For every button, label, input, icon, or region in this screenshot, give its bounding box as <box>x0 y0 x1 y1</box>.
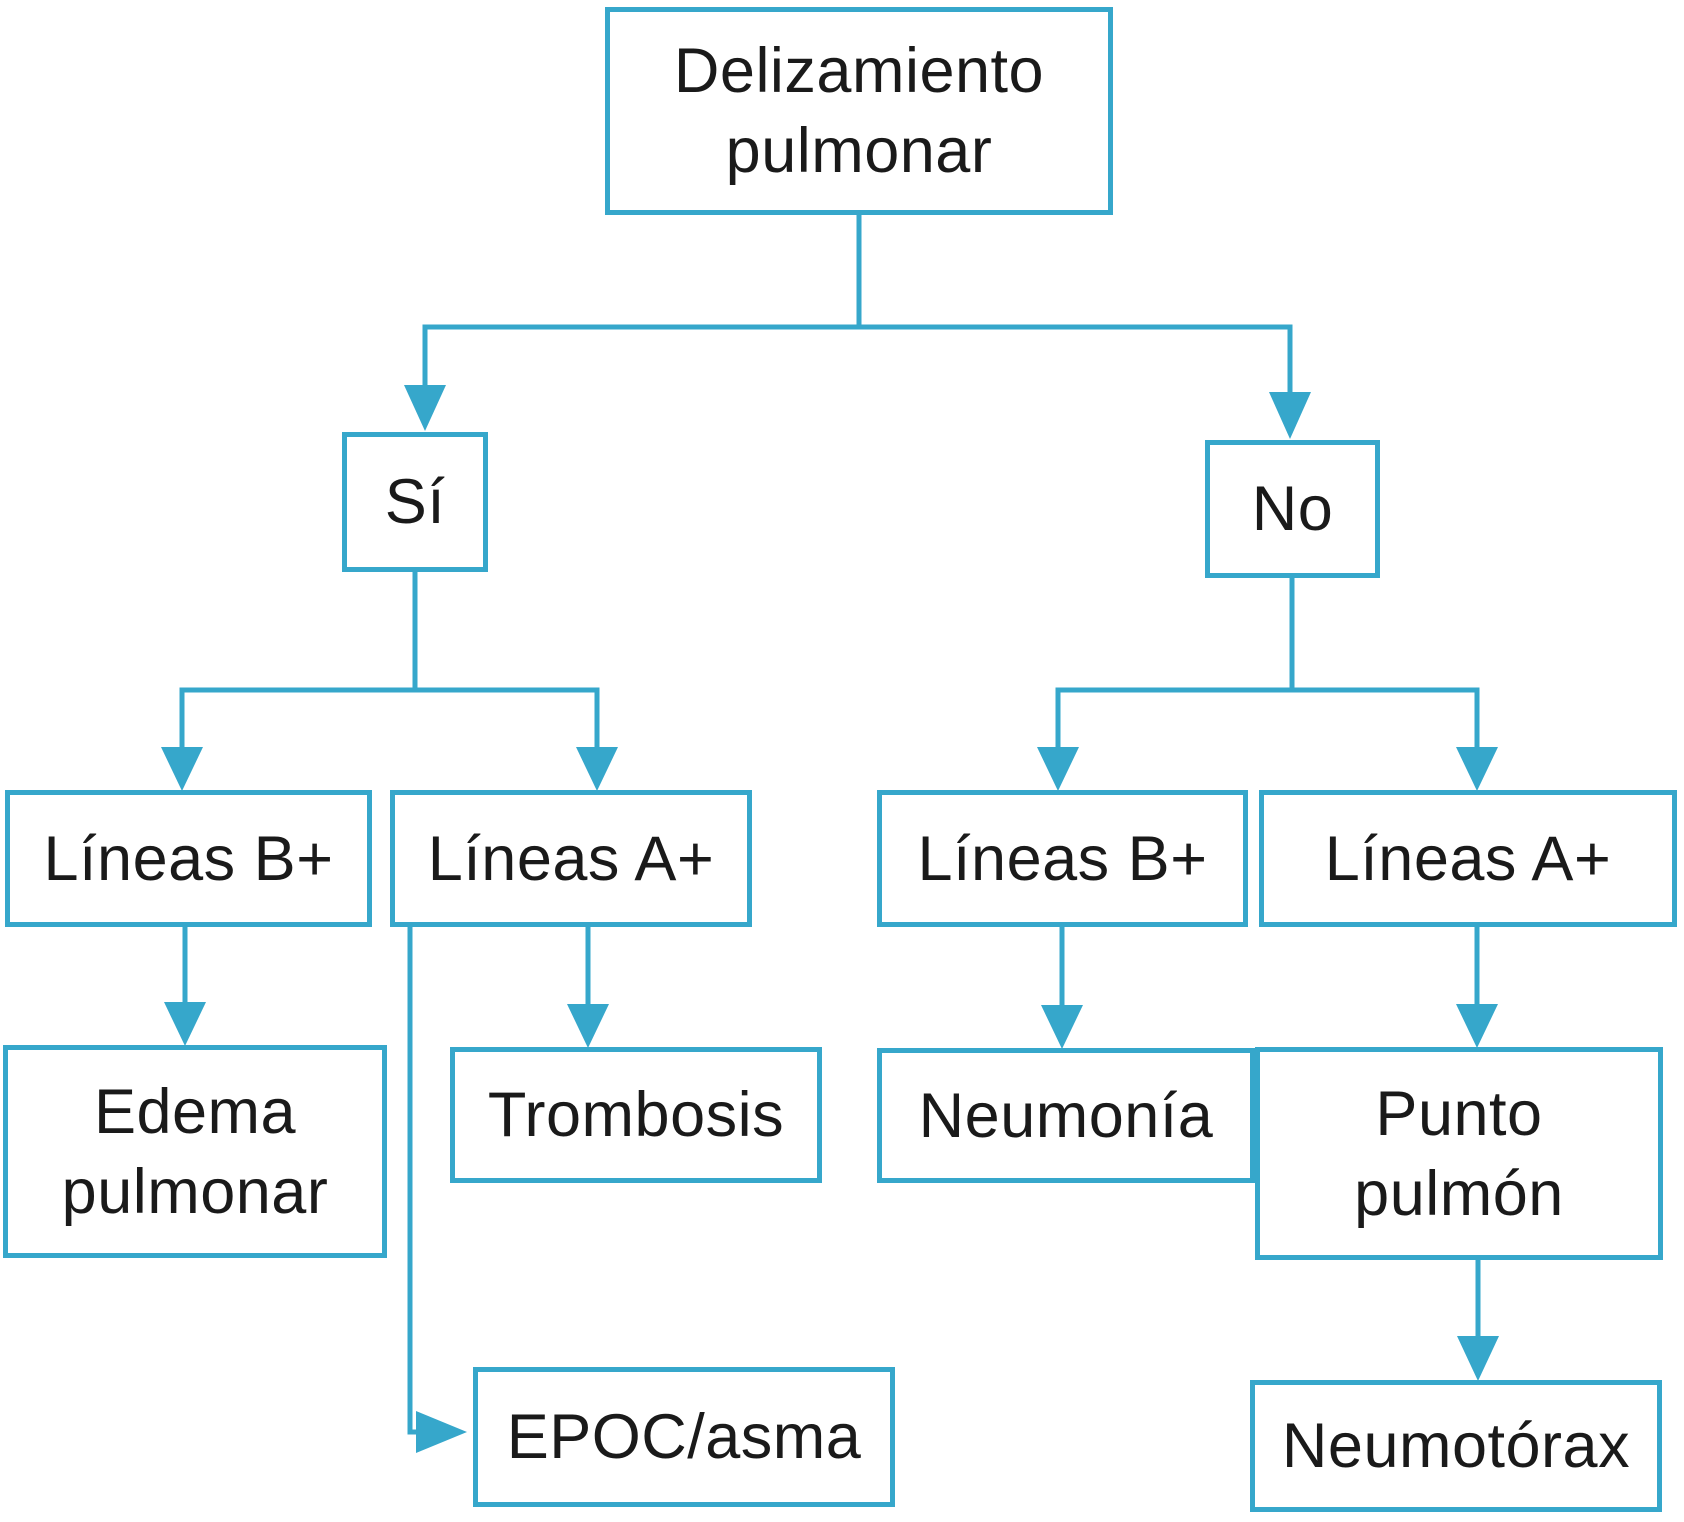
connector-line <box>407 927 420 1435</box>
arrowhead <box>1041 1005 1083 1049</box>
node-delizamiento-pulmonar: Delizamiento pulmonar <box>605 7 1113 215</box>
edge-punto-to-neumotorax <box>1457 1260 1499 1381</box>
arrowhead <box>1269 392 1311 439</box>
node-neumotorax: Neumotórax <box>1250 1380 1662 1512</box>
arrowhead <box>164 1002 206 1046</box>
node-label: Sí <box>384 467 446 537</box>
arrowhead <box>1037 747 1079 791</box>
edge-no-branch <box>1037 578 1498 791</box>
arrowhead <box>576 747 618 791</box>
node-label: Líneas A+ <box>1324 823 1612 894</box>
arrowhead <box>161 747 203 791</box>
connector-line <box>422 215 1293 396</box>
node-lineas-a-right: Líneas A+ <box>1259 790 1677 927</box>
arrowhead <box>416 1411 467 1453</box>
node-lineas-b-left: Líneas B+ <box>5 790 372 927</box>
edge-lineasa-left-to-epoc <box>407 927 467 1453</box>
arrowhead <box>1457 1336 1499 1381</box>
node-no: No <box>1205 440 1380 578</box>
edge-lineasb-right-to-neumonia <box>1041 927 1083 1049</box>
node-neumonia: Neumonía <box>877 1048 1255 1183</box>
node-label: Neumotórax <box>1281 1411 1631 1481</box>
node-label: Líneas B+ <box>917 823 1208 894</box>
node-label: Trombosis <box>487 1080 785 1150</box>
node-label: Líneas A+ <box>427 823 715 894</box>
node-si: Sí <box>342 432 488 572</box>
node-label: Neumonía <box>918 1080 1214 1151</box>
connector-line <box>1055 578 1480 752</box>
edge-si-branch <box>161 572 618 791</box>
connector-line <box>179 572 600 752</box>
node-label: EPOC/asma <box>506 1402 862 1472</box>
edge-root-branch <box>404 215 1311 439</box>
node-lineas-b-right: Líneas B+ <box>877 790 1248 927</box>
node-label: Edema pulmonar <box>61 1076 329 1227</box>
node-punto-pulmon: Punto pulmón <box>1255 1047 1663 1260</box>
arrowhead <box>404 385 446 431</box>
node-label: No <box>1251 474 1334 544</box>
node-label: Líneas B+ <box>43 823 334 894</box>
node-label: Delizamiento pulmonar <box>673 36 1045 186</box>
arrowhead <box>1456 747 1498 791</box>
edge-lineasa-left-to-trombosis <box>567 927 609 1048</box>
node-edema-pulmonar: Edema pulmonar <box>3 1045 387 1258</box>
node-trombosis: Trombosis <box>450 1047 822 1183</box>
node-label: Punto pulmón <box>1354 1078 1564 1229</box>
edge-lineasa-right-to-punto <box>1456 927 1498 1048</box>
edge-lineasb-left-to-edema <box>164 927 206 1046</box>
arrowhead <box>1456 1004 1498 1048</box>
node-lineas-a-left: Líneas A+ <box>390 790 752 927</box>
arrowhead <box>567 1004 609 1048</box>
node-epoc-asma: EPOC/asma <box>473 1367 895 1507</box>
